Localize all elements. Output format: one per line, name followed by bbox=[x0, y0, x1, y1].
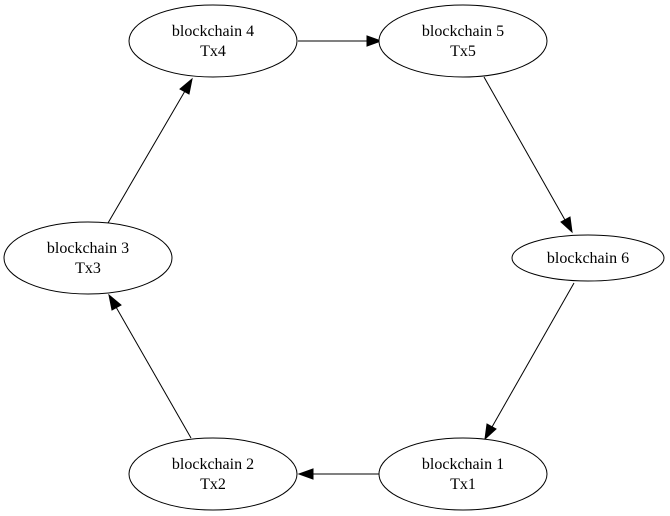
node-blockchain-4-ellipse bbox=[128, 4, 298, 78]
node-blockchain-4: blockchain 4 Tx4 bbox=[128, 4, 298, 78]
node-blockchain-1-label: blockchain 1 bbox=[422, 456, 504, 473]
node-blockchain-6: blockchain 6 bbox=[511, 234, 665, 282]
node-blockchain-5: blockchain 5 Tx5 bbox=[378, 4, 548, 78]
node-blockchain-5-sublabel: Tx5 bbox=[450, 43, 476, 60]
node-blockchain-1: blockchain 1 Tx1 bbox=[378, 437, 548, 511]
edge-3-to-4 bbox=[107, 77, 193, 224]
node-blockchain-3: blockchain 3 Tx3 bbox=[3, 221, 173, 295]
node-blockchain-5-label: blockchain 5 bbox=[422, 23, 504, 40]
node-blockchain-1-sublabel: Tx1 bbox=[450, 476, 476, 493]
node-blockchain-3-sublabel: Tx3 bbox=[75, 260, 101, 277]
node-blockchain-2-label: blockchain 2 bbox=[172, 456, 254, 473]
edge-1-to-2 bbox=[297, 468, 380, 480]
node-blockchain-2-sublabel: Tx2 bbox=[200, 476, 226, 493]
node-blockchain-4-label: blockchain 4 bbox=[172, 23, 254, 40]
node-blockchain-2: blockchain 2 Tx2 bbox=[128, 437, 298, 511]
node-blockchain-4-sublabel: Tx4 bbox=[200, 43, 226, 60]
edge-5-to-6 bbox=[483, 76, 573, 234]
edge-4-to-5 bbox=[298, 35, 383, 47]
node-blockchain-2-ellipse bbox=[128, 437, 298, 511]
node-blockchain-6-ellipse bbox=[511, 234, 665, 282]
node-blockchain-1-ellipse bbox=[378, 437, 548, 511]
edge-6-to-1 bbox=[484, 282, 575, 441]
node-blockchain-5-ellipse bbox=[378, 4, 548, 78]
node-blockchain-3-ellipse bbox=[3, 221, 173, 295]
node-blockchain-3-label: blockchain 3 bbox=[47, 240, 129, 257]
node-blockchain-6-label: blockchain 6 bbox=[547, 250, 629, 267]
edge-2-to-3 bbox=[108, 293, 192, 439]
edges bbox=[107, 35, 575, 480]
